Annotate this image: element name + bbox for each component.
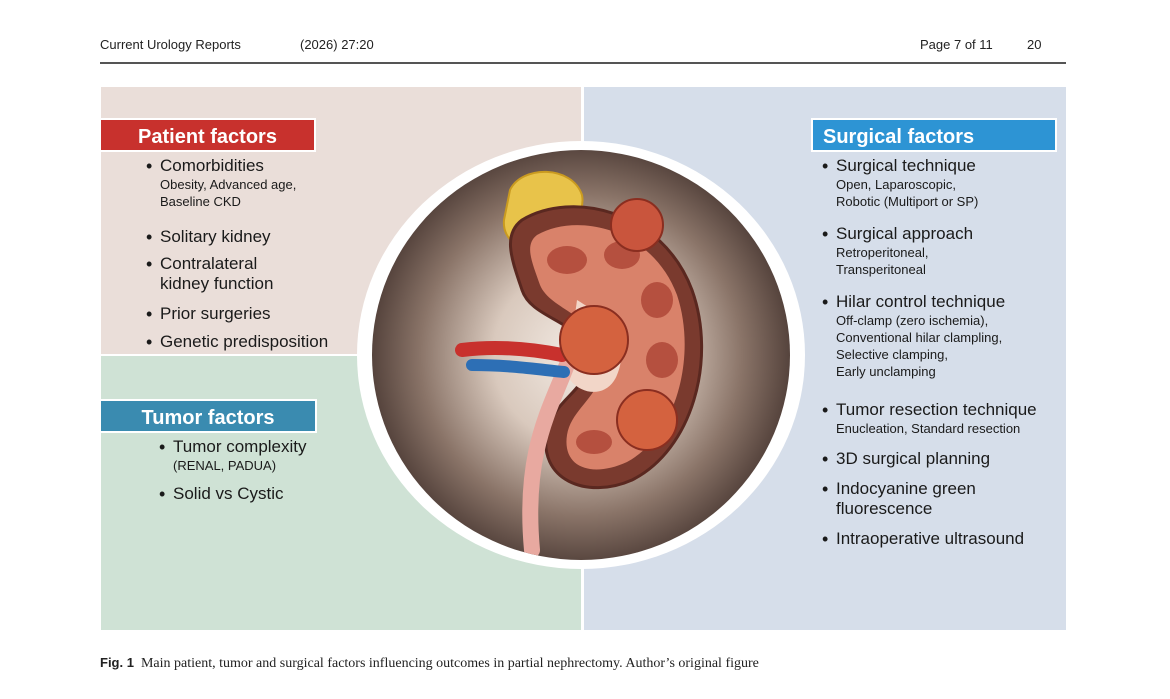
kidney-icon (455, 170, 704, 558)
page-number: Page 7 of 11 (920, 37, 993, 52)
tumor-factors-list: Tumor complexity (RENAL, PADUA) Solid vs… (159, 437, 307, 505)
list-item: Surgical technique Open, Laparoscopic, R… (822, 156, 1037, 224)
article-number: 20 (1027, 37, 1042, 52)
journal-issue: (2026) 27:20 (300, 37, 374, 52)
list-item: Genetic predisposition (146, 332, 328, 353)
surgical-factors-list: Surgical technique Open, Laparoscopic, R… (822, 156, 1037, 550)
list-item: Intraoperative ultrasound (822, 529, 1037, 550)
figure-caption-text: Main patient, tumor and surgical factors… (140, 656, 759, 671)
list-item: 3D surgical planning (822, 449, 1037, 479)
list-item: Solitary kidney (146, 227, 328, 254)
list-item: Comorbidities Obesity, Advanced age, Bas… (146, 156, 328, 227)
list-item: Hilar control technique Off-clamp (zero … (822, 292, 1037, 400)
kidney-illustration (372, 150, 790, 560)
list-item: Contralateral kidney function (146, 254, 328, 304)
list-item: Prior surgeries (146, 304, 328, 332)
list-item: Tumor complexity (RENAL, PADUA) (159, 437, 307, 484)
list-item: Surgical approach Retroperitoneal, Trans… (822, 224, 1037, 292)
horizontal-divider (101, 354, 581, 356)
tumor-factors-title: Tumor factors (99, 399, 317, 433)
list-item: Tumor resection technique Enucleation, S… (822, 400, 1037, 449)
list-item: Solid vs Cystic (159, 484, 307, 505)
patient-factors-title: Patient factors (99, 118, 316, 152)
header-rule (100, 62, 1066, 64)
journal-name: Current Urology Reports (100, 37, 241, 52)
surgical-factors-title: Surgical factors (811, 118, 1057, 152)
patient-factors-list: Comorbidities Obesity, Advanced age, Bas… (146, 156, 328, 353)
figure-label: Fig. 1 (100, 655, 134, 670)
list-item: Indocyanine green fluorescence (822, 479, 1037, 529)
figure-caption: Fig. 1 Main patient, tumor and surgical … (100, 655, 759, 672)
